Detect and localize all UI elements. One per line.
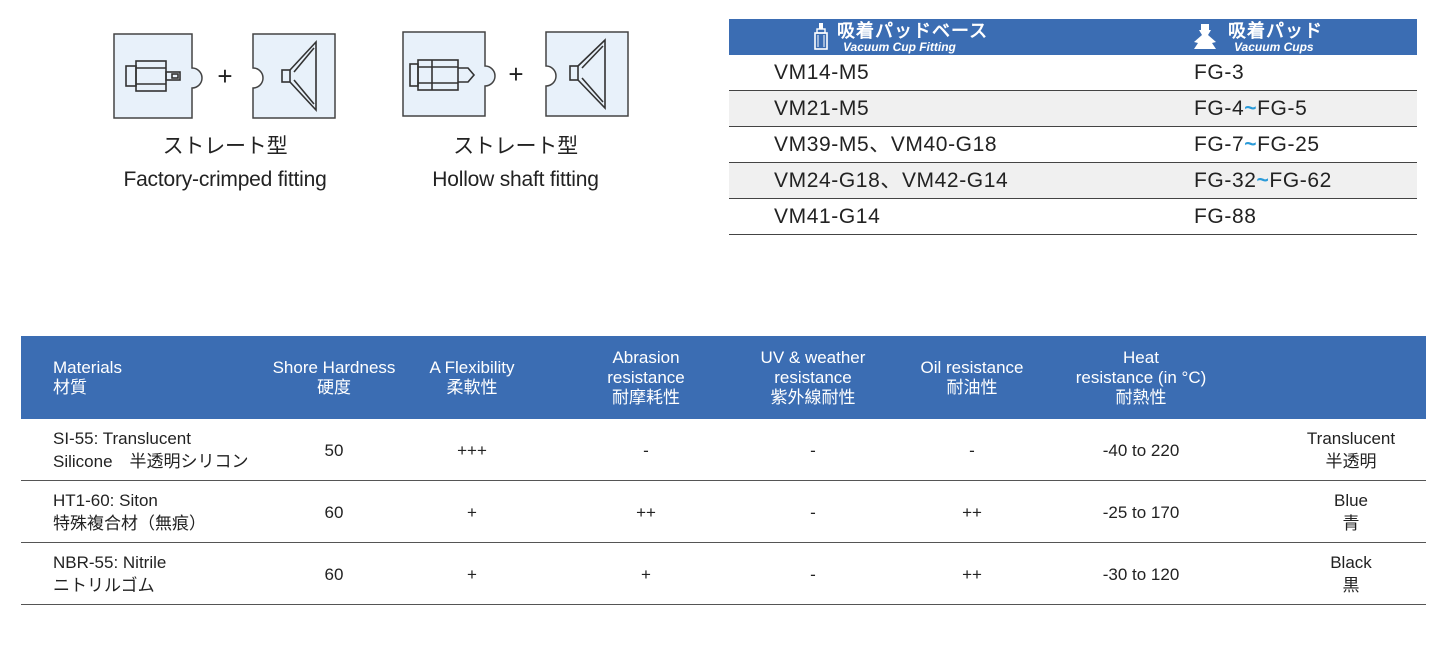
- flexibility-cell: +: [467, 564, 477, 584]
- table-row: VM21-M5 FG-4~FG-5: [729, 91, 1417, 127]
- oil-cell: ++: [962, 564, 982, 584]
- fitting-caption-en: Hollow shaft fitting: [432, 168, 599, 191]
- plus-sign: +: [508, 59, 523, 89]
- header-fitting-column: 吸着パッドベース Vacuum Cup Fitting: [813, 19, 988, 55]
- heat-cell: -25 to 170: [1102, 502, 1180, 522]
- fitting-model: VM14-M5: [774, 61, 870, 84]
- fitting-caption-jp: ストレート型: [453, 135, 578, 158]
- header-oil-resistance: Oil resistance 耐油性: [920, 357, 1024, 397]
- materials-table-header: Materials 材質 Shore Hardness 硬度 A Flexibi…: [21, 336, 1426, 419]
- header-flexibility: A Flexibility 柔軟性: [429, 357, 515, 397]
- hardness-cell: 60: [324, 502, 344, 522]
- flexibility-cell: +: [467, 502, 477, 522]
- table-row: SI-55: Translucent Silicone 半透明シリコン 50 +…: [21, 419, 1426, 481]
- factory-crimped-fitting-illustration: +: [113, 33, 336, 119]
- fitting-model: VM24-G18、VM42-G14: [774, 169, 1009, 192]
- table-row: NBR-55: Nitrile ニトリルゴム 60 + + - ++ -30 t…: [21, 543, 1426, 605]
- materials-properties-table: Materials 材質 Shore Hardness 硬度 A Flexibi…: [21, 336, 1426, 605]
- header-cups-en: Vacuum Cups: [1234, 39, 1314, 54]
- header-fitting-jp: 吸着パッドベース: [837, 20, 989, 41]
- cup-range: FG-32~FG-62: [1194, 169, 1332, 192]
- oil-cell: ++: [962, 502, 982, 522]
- cup-range: FG-4~FG-5: [1194, 97, 1308, 120]
- fitting-model: VM39-M5、VM40-G18: [774, 133, 998, 156]
- table-row: HT1-60: Siton 特殊複合材（無痕） 60 + ++ - ++ -25…: [21, 481, 1426, 543]
- fitting-icon: [814, 23, 828, 50]
- header-abrasion-resistance: Abrasion resistance 耐摩耗性: [607, 347, 685, 407]
- cup-range: FG-88: [1194, 205, 1257, 228]
- uv-cell: -: [810, 564, 816, 584]
- compat-table-header: 吸着パッドベース Vacuum Cup Fitting 吸着パッド Vacuum…: [729, 19, 1417, 55]
- cup-range: FG-7~FG-25: [1194, 133, 1320, 156]
- header-fitting-en: Vacuum Cup Fitting: [843, 39, 956, 54]
- heat-cell: -30 to 120: [1102, 564, 1180, 584]
- table-row: VM39-M5、VM40-G18 FG-7~FG-25: [729, 127, 1417, 163]
- table-row: VM14-M5 FG-3: [729, 55, 1417, 91]
- header-heat-resistance: Heat resistance (in °C) 耐熱性: [1075, 347, 1207, 407]
- heat-cell: -40 to 220: [1102, 440, 1180, 460]
- hollow-shaft-fitting-illustration: +: [402, 31, 629, 117]
- fitting-model: VM21-M5: [774, 97, 870, 120]
- header-uv-weather-resistance: UV & weather resistance 紫外線耐性: [760, 347, 866, 407]
- abrasion-cell: -: [643, 440, 649, 460]
- flexibility-cell: +++: [457, 440, 487, 460]
- color-cell: Black 黒: [1330, 553, 1372, 595]
- hardness-cell: 60: [324, 564, 344, 584]
- oil-cell: -: [969, 440, 975, 460]
- abrasion-cell: ++: [636, 502, 656, 522]
- header-materials: Materials 材質: [53, 357, 122, 397]
- abrasion-cell: +: [641, 564, 651, 584]
- table-row: VM24-G18、VM42-G14 FG-32~FG-62: [729, 163, 1417, 199]
- header-shore-hardness: Shore Hardness 硬度: [272, 357, 396, 397]
- header-cups-jp: 吸着パッド: [1228, 20, 1323, 41]
- table-row: VM41-G14 FG-88: [729, 199, 1417, 235]
- fitting-diagram-factory-crimped: + ストレート型 Factory-crimped fitting: [110, 30, 340, 196]
- hardness-cell: 50: [324, 440, 344, 460]
- material-cell: NBR-55: Nitrile ニトリルゴム: [53, 553, 167, 595]
- vacuum-cup-icon: [1194, 24, 1216, 49]
- color-cell: Blue 青: [1333, 491, 1369, 533]
- header-cups-column: 吸着パッド Vacuum Cups: [1190, 19, 1323, 55]
- fitting-cup-compatibility-table: 吸着パッドベース Vacuum Cup Fitting 吸着パッド Vacuum…: [729, 19, 1417, 235]
- fitting-model: VM41-G14: [774, 205, 881, 228]
- cup-range: FG-3: [1194, 61, 1245, 84]
- uv-cell: -: [810, 502, 816, 522]
- plus-sign: +: [217, 61, 232, 91]
- fitting-caption-en: Factory-crimped fitting: [123, 168, 327, 191]
- fitting-caption-jp: ストレート型: [162, 135, 288, 158]
- fitting-diagram-hollow-shaft: + ストレート型 Hollow shaft fitting: [398, 30, 633, 196]
- uv-cell: -: [810, 440, 816, 460]
- material-cell: SI-55: Translucent Silicone 半透明シリコン: [53, 429, 249, 471]
- material-cell: HT1-60: Siton 特殊複合材（無痕）: [53, 491, 206, 533]
- color-cell: Translucent 半透明: [1306, 429, 1396, 471]
